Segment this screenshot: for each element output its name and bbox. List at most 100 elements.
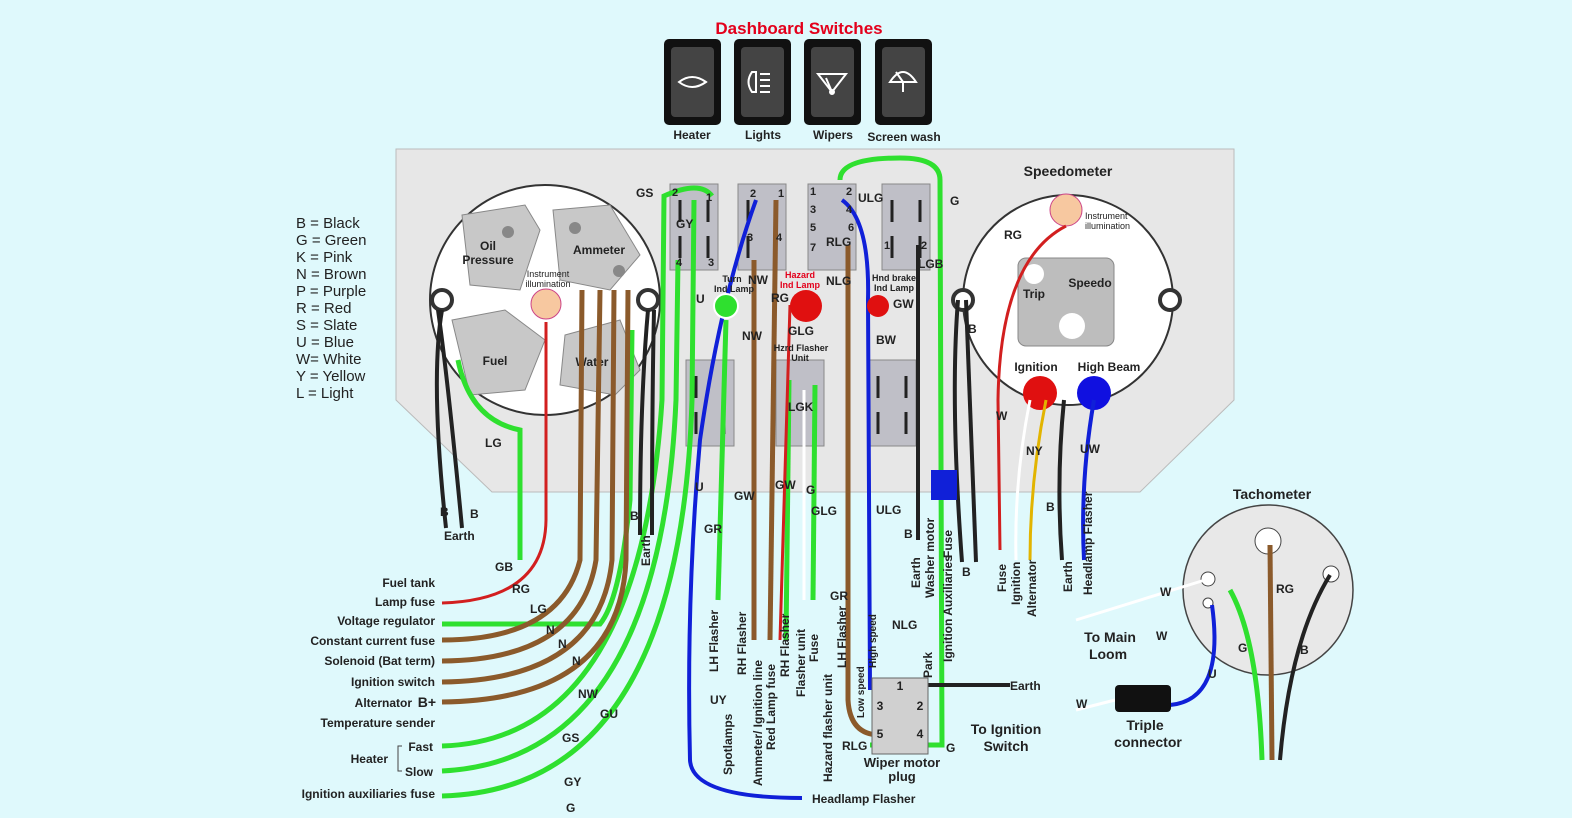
wire-code: GLG [788, 324, 814, 338]
wire-code: B [904, 527, 913, 541]
speedo-label: Speedo [1068, 276, 1111, 290]
pin-label: 3 [877, 699, 884, 713]
legend-item: N = Brown [296, 266, 366, 283]
vertical-label: RH Flasher [778, 613, 792, 677]
wire-code: U [696, 292, 705, 306]
handbrake-indicator-lamp [867, 295, 889, 317]
wire-code: G [1238, 641, 1247, 655]
switch-heater[interactable]: Heater [664, 39, 721, 142]
vertical-label: Fuse [941, 530, 955, 558]
white-yellow-wires [802, 390, 1206, 712]
wiper-motor-plug: 1 3 2 5 4 [871, 677, 929, 755]
wire-code: GY [564, 775, 581, 789]
vertical-label: Earth [909, 557, 923, 588]
svg-text:4: 4 [776, 232, 783, 244]
wire-code: W [1156, 629, 1168, 643]
wire-code: G [950, 194, 959, 208]
page-title: Dashboard Switches [715, 19, 882, 38]
svg-text:7: 7 [810, 242, 816, 254]
fan-icon [677, 76, 708, 88]
dest-label-suffix: B+ [418, 694, 436, 710]
wire-code: W [1076, 697, 1088, 711]
speedometer-title: Speedometer [1024, 163, 1113, 179]
wire-code: UW [1080, 442, 1101, 456]
svg-text:3: 3 [810, 204, 816, 216]
svg-text:3: 3 [708, 257, 714, 269]
dest-label: Voltage regulator [337, 614, 435, 628]
green-wires [441, 155, 1265, 799]
vertical-label: Fuse [807, 634, 821, 662]
legend-item: B = Black [296, 215, 360, 232]
hazard-indicator-lamp [790, 290, 822, 322]
svg-text:6: 6 [848, 222, 854, 234]
switch-lights[interactable]: Lights [734, 39, 791, 142]
vertical-label: Headlamp Flasher [1081, 491, 1095, 595]
wire-code: GR [830, 589, 848, 603]
legend-item: U = Blue [296, 334, 354, 351]
wire-code: GW [775, 478, 796, 492]
svg-text:1: 1 [706, 192, 712, 204]
vertical-label: Earth [1061, 561, 1075, 592]
vertical-label: LH Flasher [835, 606, 849, 668]
wire-code: N [558, 637, 567, 651]
wire-code: GW [734, 489, 755, 503]
vertical-label: Low speed [856, 666, 867, 718]
svg-text:2: 2 [672, 187, 678, 199]
wire-code: B [440, 505, 449, 519]
trip-label: Trip [1023, 287, 1045, 301]
switch-screen-wash[interactable]: Screen wash [867, 39, 941, 144]
vertical-label: LH Flasher [707, 610, 721, 672]
wire-code: GB [495, 560, 513, 574]
dest-label: Solenoid (Bat term) [324, 654, 435, 668]
wire-code: NW [578, 687, 599, 701]
wire-code: BW [876, 333, 897, 347]
svg-text:1: 1 [778, 188, 784, 200]
wire-code: RLG [826, 235, 851, 249]
vertical-label: Earth [639, 535, 653, 566]
vertical-label: Ignition [1009, 562, 1023, 605]
earth-label: Earth [1010, 679, 1041, 693]
dest-label: Ignition switch [351, 675, 435, 689]
wire-code: W [996, 409, 1008, 423]
wire-code: B [1300, 643, 1309, 657]
switch-wipers[interactable]: Wipers [804, 39, 861, 142]
heater-bracket [397, 745, 402, 772]
fuse-block [931, 470, 957, 500]
wire-code: B [630, 509, 639, 523]
wire-code: N [546, 623, 555, 637]
wire-code: LGB [918, 257, 944, 271]
tachometer-title: Tachometer [1233, 486, 1312, 502]
dest-label: Slow [405, 765, 434, 779]
pin-label: 1 [897, 679, 904, 693]
earth-label: Earth [444, 529, 475, 543]
legend-item: S = Slate [296, 317, 357, 334]
wire-code: UY [710, 693, 727, 707]
wiper-icon [815, 73, 849, 95]
wire-code: ULG [858, 191, 883, 205]
wire-code: RG [512, 582, 530, 596]
svg-text:2: 2 [921, 240, 927, 252]
wire-code-labels: GB RG LG N N N NW GU GS GY G LG GS GY U … [440, 186, 1309, 815]
svg-text:5: 5 [810, 222, 816, 234]
wire-code: U [1208, 667, 1217, 681]
dest-label: Lamp fuse [375, 595, 435, 609]
vertical-label: RH Flasher [735, 611, 749, 675]
dest-label: Temperature sender [321, 716, 436, 730]
fuel-label: Fuel [483, 354, 508, 368]
wire-code: B [470, 507, 479, 521]
ammeter-label: Ammeter [573, 243, 625, 257]
left-destination-labels: Fuel tank Lamp fuse Voltage regulator Co… [302, 576, 436, 801]
wire-code: G [806, 483, 815, 497]
wire-code: LG [530, 602, 547, 616]
vertical-label: Red Lamp fuse [764, 664, 778, 750]
wire-code: G [946, 741, 955, 755]
color-legend: B = Black G = Green K = Pink N = Brown P… [296, 215, 366, 402]
headlamp-flasher-label: Headlamp Flasher [812, 792, 916, 806]
